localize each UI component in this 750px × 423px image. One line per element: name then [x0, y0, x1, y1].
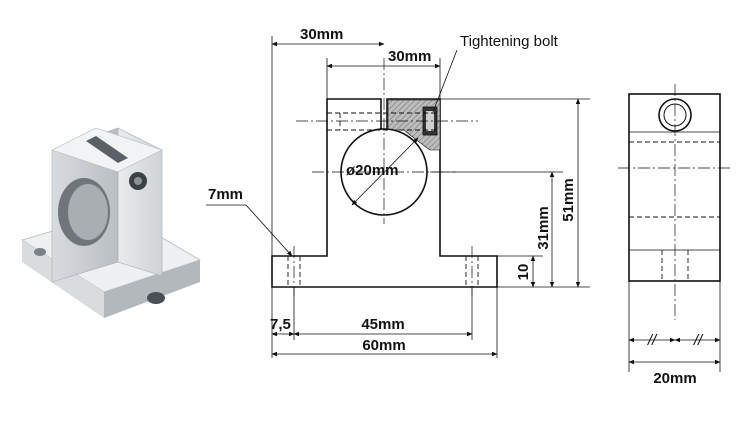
dim-slot-width: 30mm: [388, 48, 431, 65]
dim-side-width: 20mm: [653, 370, 696, 387]
dim-axis-height: 31mm: [535, 206, 552, 249]
dim-total-height: 51mm: [560, 178, 577, 221]
front-dimensions: [206, 36, 590, 358]
dim-top-width: 30mm: [300, 26, 343, 43]
dim-hole-diameter: 7mm: [208, 186, 243, 203]
tick-mark-right: //: [693, 332, 704, 349]
tick-mark-left: //: [647, 332, 658, 349]
dim-bore-diameter: ø20mm: [346, 162, 399, 179]
product-photo: [21, 127, 201, 318]
dim-edge-offset: 7,5: [270, 316, 291, 333]
dim-hole-spacing: 45mm: [361, 316, 404, 333]
label-tightening-bolt: Tightening bolt: [460, 33, 559, 50]
side-view: [618, 84, 732, 372]
dim-total-length: 60mm: [362, 337, 405, 354]
dim-base-thickness: 10: [515, 264, 532, 281]
